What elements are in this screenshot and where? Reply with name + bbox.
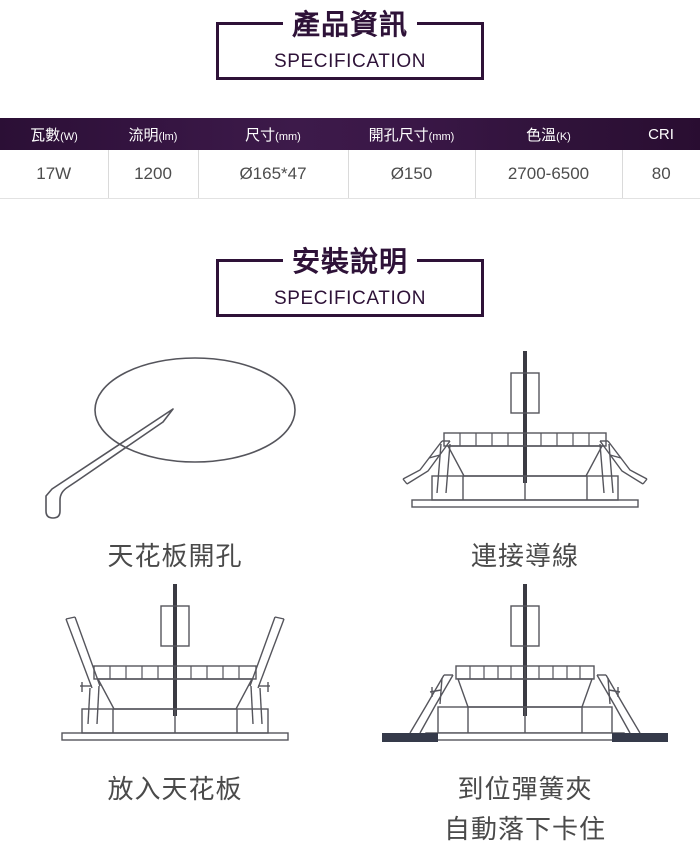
spec-header-wattage-unit: (W)	[60, 130, 78, 143]
knife-cutting-ceiling-hole-icon	[45, 357, 296, 519]
downlight-insert-ceiling-icon	[61, 584, 289, 741]
step-1-label: 天花板開孔	[107, 541, 243, 571]
spec-table-header-row: 瓦數(W) 流明(lm) 尺寸(mm) 開孔尺寸(mm) 色溫(K) CRI	[0, 118, 700, 150]
spec-section-header-wrap: 產品資訊 SPECIFICATION	[0, 0, 700, 80]
spec-header-color-temp: 色溫(K)	[475, 118, 622, 150]
spec-table-body: 17W 1200 Ø165*47 Ø150 2700-6500 80	[0, 150, 700, 199]
spec-value-color-temp: 2700-6500	[475, 150, 623, 199]
spec-header-cutout-unit: (mm)	[428, 130, 455, 143]
install-step-3: 放入天花板	[0, 576, 350, 849]
step-2-art	[380, 343, 670, 528]
spec-header-cutout: 開孔尺寸(mm)	[348, 118, 475, 150]
spec-header-color-temp-name: 色溫	[526, 126, 557, 144]
step-1-art	[30, 343, 320, 528]
spec-title-en: SPECIFICATION	[273, 51, 427, 72]
spec-title-cn: 產品資訊	[282, 6, 418, 44]
spec-header-cri-name: CRI	[648, 125, 674, 143]
spec-header-wattage-name: 瓦數	[30, 126, 61, 144]
table-row: 17W 1200 Ø165*47 Ø150 2700-6500 80	[0, 150, 700, 199]
ceiling-board-right	[612, 733, 668, 742]
spec-value-lumen: 1200	[108, 150, 199, 199]
step-3-art	[30, 576, 320, 761]
installation-steps: 天花板開孔	[0, 343, 700, 849]
install-section-header-wrap: 安裝說明 SPECIFICATION	[0, 199, 700, 317]
spec-table-head: 瓦數(W) 流明(lm) 尺寸(mm) 開孔尺寸(mm) 色溫(K) CRI	[0, 118, 700, 150]
specification-table: 瓦數(W) 流明(lm) 尺寸(mm) 開孔尺寸(mm) 色溫(K) CRI 1…	[0, 118, 700, 199]
spec-header-cutout-name: 開孔尺寸	[368, 126, 429, 144]
spec-value-cri: 80	[622, 150, 700, 199]
step-2-label: 連接導線	[470, 541, 579, 571]
downlight-springs-locked-icon	[382, 584, 668, 742]
install-step-2: 連接導線	[350, 343, 700, 576]
spec-header-size: 尺寸(mm)	[198, 118, 348, 150]
step-3-label: 放入天花板	[107, 774, 243, 804]
step-4-label: 到位彈簧夾 自動落下卡住	[443, 774, 606, 844]
spec-header-lumen: 流明(lm)	[108, 118, 198, 150]
install-title-cn: 安裝說明	[282, 243, 418, 281]
spec-header-lumen-name: 流明	[128, 126, 159, 144]
install-step-4: 到位彈簧夾 自動落下卡住	[350, 576, 700, 849]
spec-section-header: 產品資訊 SPECIFICATION	[216, 6, 484, 80]
spec-header-size-unit: (mm)	[275, 130, 301, 143]
install-section-header: 安裝說明 SPECIFICATION	[216, 243, 484, 317]
install-step-1: 天花板開孔	[0, 343, 350, 576]
spec-header-wattage: 瓦數(W)	[0, 118, 108, 150]
install-title-en: SPECIFICATION	[273, 288, 427, 309]
downlight-wire-connection-icon	[402, 351, 648, 508]
spec-header-lumen-unit: (lm)	[158, 130, 178, 143]
spec-header-color-temp-unit: (K)	[556, 130, 571, 143]
step-4-art	[380, 576, 670, 761]
spec-value-cutout: Ø150	[348, 150, 476, 199]
spec-value-wattage: 17W	[0, 150, 109, 199]
ceiling-board-left	[382, 733, 438, 742]
spec-value-size: Ø165*47	[198, 150, 349, 199]
spec-header-size-name: 尺寸	[245, 126, 276, 144]
spec-header-cri: CRI	[622, 118, 700, 150]
